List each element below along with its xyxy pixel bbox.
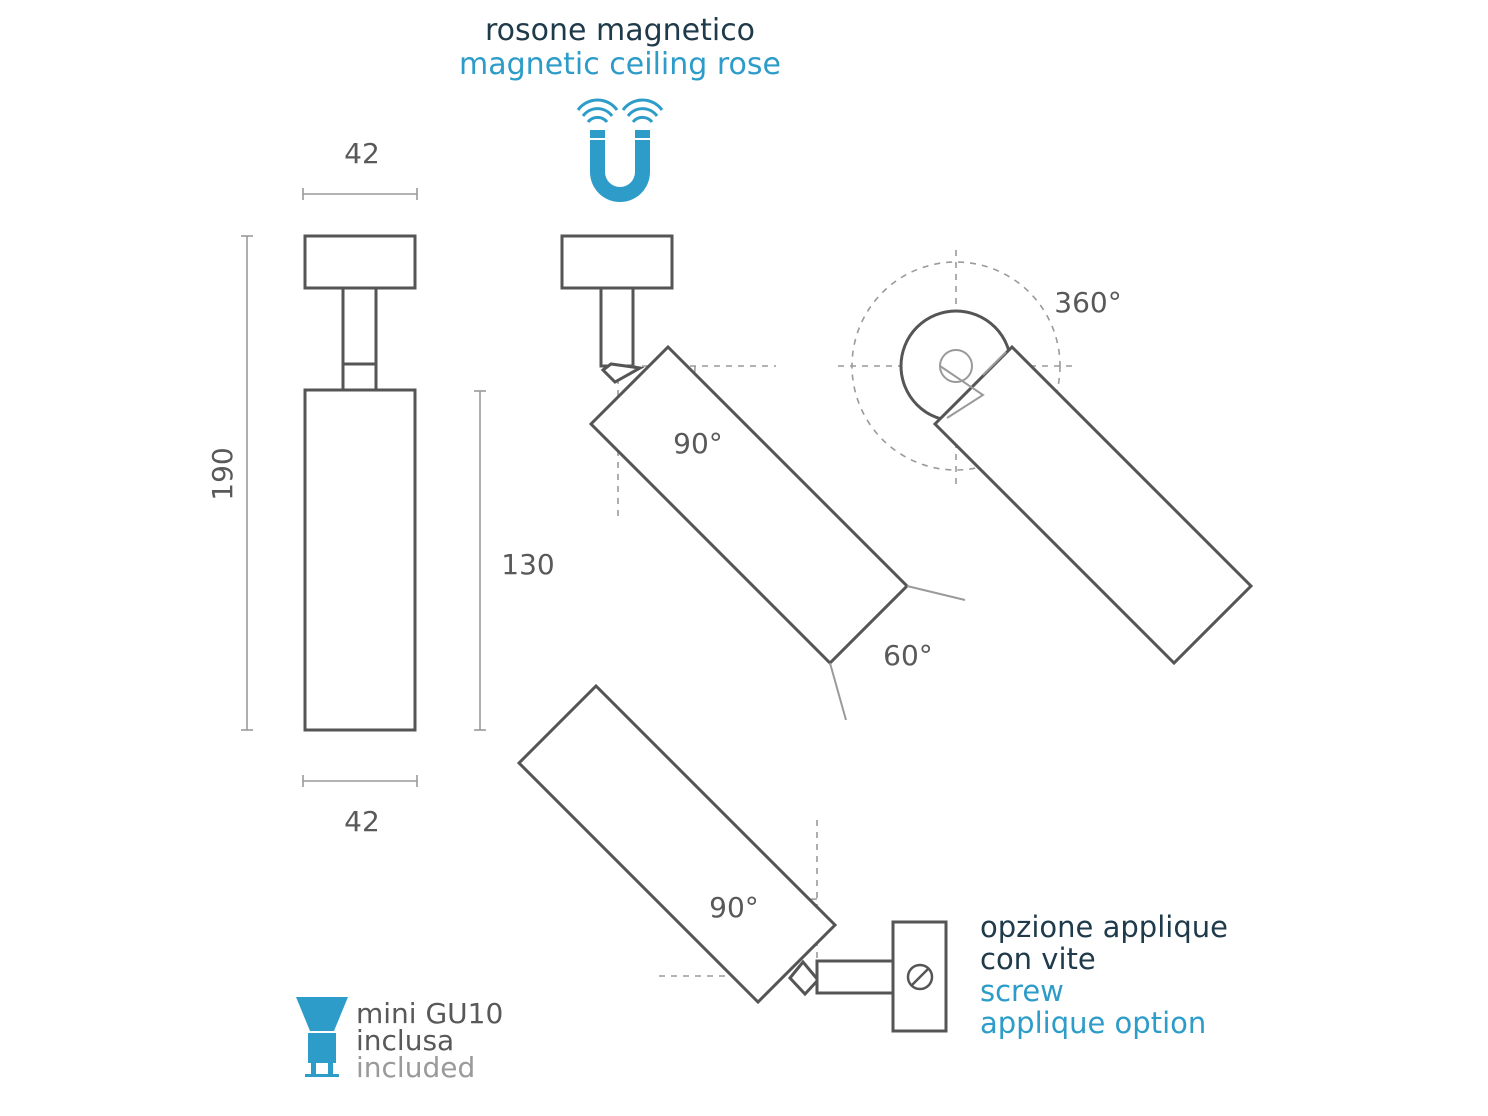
screw-icon <box>906 963 934 991</box>
gu10-bulb-icon <box>296 997 348 1077</box>
wall-option-line1-en: screw <box>980 974 1064 1008</box>
tilted-ceiling-view <box>560 234 966 721</box>
wall-option-line2-it: con vite <box>980 942 1096 976</box>
wall-option-caption: opzione applique con vite screw applique… <box>980 910 1228 1040</box>
dimension-total-height: 190 <box>206 235 253 731</box>
angle-tilt-top-label: 90° <box>673 427 723 460</box>
dimension-top-width: 42 <box>302 137 418 200</box>
front-view <box>303 234 417 732</box>
rotation-view <box>838 250 1254 666</box>
dimension-top-width-label: 42 <box>344 137 380 170</box>
dimension-bottom-width-label: 42 <box>344 805 380 838</box>
dimension-body-height: 130 <box>474 390 555 731</box>
title-italian: rosone magnetico <box>485 13 755 48</box>
wall-option-line1-it: opzione applique <box>980 910 1228 944</box>
title-english: magnetic ceiling rose <box>459 47 781 82</box>
bulb-caption-line3: included <box>356 1051 475 1084</box>
magnet-icon <box>576 98 664 202</box>
dimension-total-height-label: 190 <box>206 447 239 500</box>
dimension-body-height-label: 130 <box>501 548 554 581</box>
bulb-caption: mini GU10 inclusa included <box>356 997 503 1084</box>
angle-tilt-wall-label: 90° <box>709 891 759 924</box>
wall-option-line2-en: applique option <box>980 1006 1206 1040</box>
wall-mount-view <box>516 683 948 1033</box>
angle-beam-label: 60° <box>883 639 933 672</box>
bulb-caption-line2: inclusa <box>356 1024 454 1057</box>
dimension-bottom-width: 42 <box>302 775 418 838</box>
bulb-caption-line1: mini GU10 <box>356 997 503 1030</box>
angle-rotation-label: 360° <box>1054 286 1121 319</box>
